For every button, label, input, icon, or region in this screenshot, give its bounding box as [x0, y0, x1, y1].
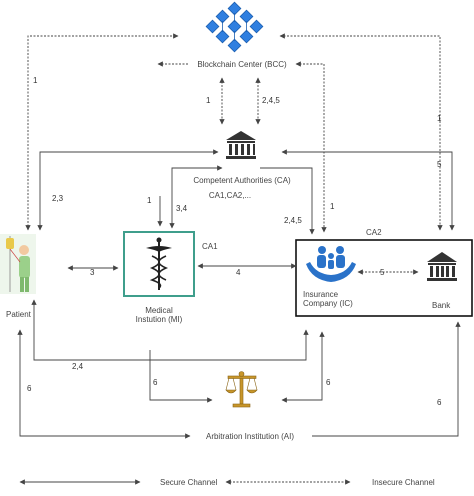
- edge-label: 1: [33, 76, 38, 85]
- ca-label: Competent Authorities (CA): [193, 176, 291, 185]
- ai-label: Arbitration Institution (AI): [205, 432, 295, 441]
- edge-label: 5: [437, 160, 442, 169]
- edge-label: 2,4,5: [262, 96, 280, 105]
- legend-insecure-label: Insecure Channel: [372, 478, 435, 487]
- blockchain-icon: [205, 1, 264, 53]
- edge-ai-bank: [312, 321, 461, 437]
- edge-label: 5: [380, 268, 385, 277]
- legend-secure-label: Secure Channel: [160, 478, 218, 487]
- edge-bcc-ic: [295, 61, 327, 233]
- ic-label: Insurance Company (IC): [303, 290, 353, 309]
- edge-label: 3: [90, 268, 95, 277]
- edge-label: 1: [330, 202, 335, 211]
- bcc-label: Blockchain Center (BCC): [197, 60, 287, 69]
- edge-ca-mi-34: [169, 165, 223, 229]
- mi-caduceus-icon: [123, 231, 195, 297]
- edge-mi-ai: [149, 350, 213, 403]
- edge-label: 2,4,5: [284, 216, 302, 225]
- edge-label: 2,4: [72, 362, 84, 371]
- edge-bcc-bank: [279, 33, 443, 231]
- ai-scales-icon: [225, 371, 258, 408]
- edge-patient-ca: [37, 149, 219, 231]
- edge-ca-ic: [260, 167, 315, 235]
- edge-patient-bcc: [25, 33, 179, 231]
- edge-label: 1: [437, 114, 442, 123]
- ca1-group-label: CA1: [202, 242, 218, 251]
- ic-family-hands-icon: [306, 246, 356, 282]
- edge-label: 6: [437, 398, 442, 407]
- edge-label: 6: [153, 378, 158, 387]
- mi-label: Medical Instution (MI): [135, 306, 183, 325]
- ic-bank-group-box: [295, 239, 473, 317]
- edge-label: 4: [236, 268, 241, 277]
- edge-label: 6: [326, 378, 331, 387]
- edge-ic-ai: [281, 331, 325, 403]
- ca-list-label: CA1,CA2,...: [208, 191, 252, 200]
- edge-patient-ai: [17, 329, 191, 439]
- edge-label: 6: [27, 384, 32, 393]
- edge-label: 1: [147, 196, 152, 205]
- edge-label: 2,3: [52, 194, 64, 203]
- patient-label: Patient: [6, 310, 31, 319]
- ca2-group-label: CA2: [366, 228, 382, 237]
- patient-icon: [0, 234, 36, 294]
- bank-label: Bank: [432, 301, 451, 310]
- edge-ca-bank: [281, 149, 455, 231]
- edge-label: 1: [206, 96, 211, 105]
- edge-label: 3,4: [176, 204, 188, 213]
- ca-building-icon: [226, 131, 256, 159]
- bank-building-icon: [427, 252, 457, 281]
